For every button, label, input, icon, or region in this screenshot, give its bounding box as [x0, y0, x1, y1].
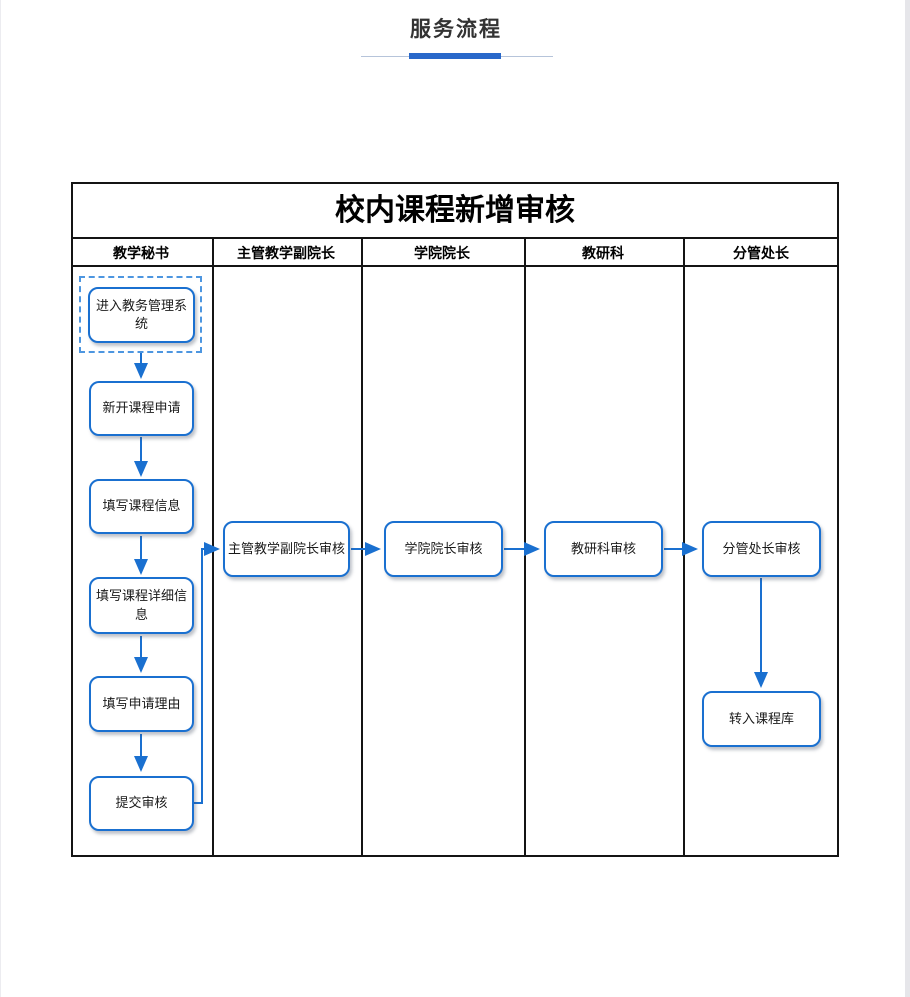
lane-header-vice-dean: 主管教学副院长: [237, 245, 335, 261]
selection-outline: [79, 276, 202, 353]
diagram-title: 校内课程新增审核: [335, 194, 575, 227]
flow-node-fill-course-details: 填写课程详细信息: [89, 577, 194, 634]
flow-node-fill-reason: 填写申请理由: [89, 676, 194, 732]
scrollbar-track[interactable]: [905, 0, 910, 997]
flow-node-enter-system: 进入教务管理系统: [88, 287, 195, 343]
lane-divider-3: [524, 239, 526, 855]
flow-node-college-dean-review: 学院院长审核: [384, 521, 503, 577]
lane-divider-2: [361, 239, 363, 855]
flow-node-new-course-application: 新开课程申请: [89, 381, 194, 436]
page-title: 服务流程: [410, 18, 502, 41]
lane-header-director: 分管处长: [733, 245, 789, 261]
lane-header-college-dean: 学院院长: [414, 245, 470, 261]
table-title-divider: [71, 237, 839, 239]
flow-node-research-section-review: 教研科审核: [544, 521, 663, 577]
flowchart-table-border: [71, 182, 839, 857]
table-header-divider: [71, 265, 839, 267]
lane-divider-4: [683, 239, 685, 855]
flow-node-submit-review: 提交审核: [89, 776, 194, 831]
flow-node-vice-dean-review: 主管教学副院长审核: [223, 521, 350, 577]
lane-header-research-section: 教研科: [582, 245, 624, 261]
flow-node-transfer-course-library: 转入课程库: [702, 691, 821, 747]
title-underline-bar: [409, 53, 501, 59]
lane-divider-1: [212, 239, 214, 855]
flow-node-director-review: 分管处长审核: [702, 521, 821, 577]
lane-header-teaching-secretary: 教学秘书: [113, 245, 169, 261]
flow-node-fill-course-info: 填写课程信息: [89, 479, 194, 534]
